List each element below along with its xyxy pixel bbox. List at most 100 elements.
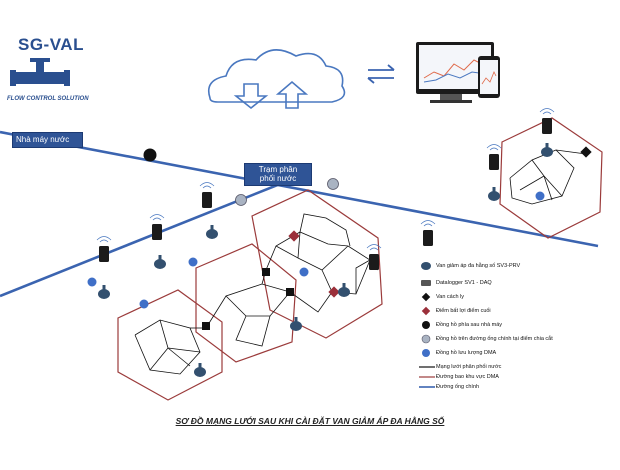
network-pipe-16 <box>299 213 351 247</box>
network-pipe-14 <box>289 291 333 313</box>
prv-valve-stem <box>102 285 106 290</box>
phone-icon <box>478 56 500 98</box>
distribution-network <box>134 149 587 375</box>
datalogger-icon <box>421 280 431 286</box>
wireless-icon <box>539 108 555 115</box>
dma-boundary-3 <box>251 189 383 339</box>
datalogger-icon <box>202 192 212 208</box>
network-pipe-3 <box>149 347 169 371</box>
prv-valve-stem <box>492 187 496 192</box>
prv-valve-icon <box>154 259 166 269</box>
isolation-valve-icon <box>286 288 294 296</box>
network-pipe-18 <box>509 149 575 205</box>
network-pipe-8 <box>235 315 271 347</box>
dma-meter-icon <box>299 267 309 277</box>
dma-boundary-1 <box>117 289 223 401</box>
dma-meter-icon <box>188 257 198 267</box>
datalogger-icon <box>423 230 433 246</box>
dma-meter-icon <box>87 277 97 287</box>
datalogger-icon <box>542 118 552 134</box>
isolation-valve-icon <box>580 146 592 158</box>
diagram-caption: SƠ ĐỒ MẠNG LƯỚI SAU KHI CÀI ĐẶT VAN GIẢM… <box>175 416 445 426</box>
prv-valve-icon <box>541 147 553 157</box>
plant-meter-icon <box>422 321 430 329</box>
network-pipe-21 <box>543 175 553 201</box>
legend-label-3: Van cách ly <box>436 294 465 300</box>
prv-valve-stem <box>198 363 202 368</box>
prv-valve-stem <box>294 317 298 322</box>
network-pipe-4 <box>167 347 191 367</box>
legend-label-5: Đồng hồ phía sau nhà máy <box>436 322 503 328</box>
main-pipe-meter-icon <box>421 334 431 344</box>
prv-valve-stem <box>545 143 549 148</box>
station-label-line2: phối nước <box>259 174 297 183</box>
network-pipe-10 <box>265 231 349 271</box>
wireless-icon <box>486 144 502 151</box>
critical-point-icon <box>328 286 340 298</box>
prv-valve-icon <box>194 367 206 377</box>
dma-boundary-4 <box>499 117 603 239</box>
station-label-line1: Trạm phân <box>258 165 298 174</box>
wireless-icon <box>199 182 215 189</box>
main-pipe-meter-icon <box>235 194 247 206</box>
main-pipes <box>0 130 599 298</box>
network-pipe-2 <box>159 319 201 353</box>
dma-boundary-2 <box>195 243 297 363</box>
network-pipe-12 <box>297 245 349 271</box>
network-pipe-22 <box>555 149 587 155</box>
prv-valve-icon <box>488 191 500 201</box>
legend-label-8: Mạng lưới phân phối nước <box>436 364 502 370</box>
prv-valve-stem <box>158 255 162 260</box>
critical-point-icon <box>288 230 300 242</box>
wireless-icon <box>420 220 436 227</box>
dma-zones <box>117 117 603 401</box>
legend-label-6: Đồng hồ trên đường ống chính tại điểm ch… <box>436 336 553 342</box>
main-pipe-meter-icon <box>327 178 339 190</box>
legend-label-2: Datalogger SV1 - DAQ <box>436 280 492 286</box>
prv-valve-stem <box>210 225 214 230</box>
legend-label-9: Đường bao khu vực DMA <box>436 374 499 380</box>
legend-label-10: Đường ống chính <box>436 384 480 390</box>
prv-valve-stem <box>342 283 346 288</box>
network-pipe-6 <box>205 283 291 329</box>
brand-tagline: FLOW CONTROL SOLUTION <box>7 96 89 102</box>
wireless-icon <box>96 236 112 243</box>
devices <box>87 108 592 377</box>
datalogger-icon <box>369 254 379 270</box>
water-plant-label: Nhà máy nước <box>12 132 83 148</box>
datalogger-icon <box>152 224 162 240</box>
dma-meter-icon <box>422 349 430 357</box>
legend-icons <box>419 262 435 388</box>
prv-valve-icon <box>421 262 431 270</box>
network-pipe-7 <box>225 291 291 317</box>
datalogger-icon <box>489 154 499 170</box>
legend-label-1: Van giảm áp đa hằng số SV3-PRV <box>436 263 521 269</box>
network-pipe-19 <box>531 159 563 197</box>
legend-label-7: Đồng hồ lưu lượng DMA <box>436 350 497 356</box>
isolation-valve-icon <box>262 268 270 276</box>
cloud-icon <box>207 49 346 110</box>
wireless-icon <box>149 214 165 221</box>
distribution-station-label: Trạm phân phối nước <box>244 163 312 186</box>
wireless-icon <box>366 244 382 251</box>
dma-meter-icon <box>535 191 545 201</box>
prv-valve-icon <box>206 229 218 239</box>
isolation-valve-icon <box>202 322 210 330</box>
network-pipe-20 <box>519 175 545 191</box>
critical-point-icon <box>421 306 431 316</box>
brand-name: SG-VAL <box>18 35 84 54</box>
sync-arrows-icon <box>367 64 395 84</box>
dma-meter-icon <box>139 299 149 309</box>
logo-valve-icon <box>10 58 70 86</box>
network-pipe-13 <box>321 245 371 295</box>
prv-valve-icon <box>98 289 110 299</box>
isolation-valve-icon <box>421 292 431 302</box>
plant-meter-icon <box>143 148 157 162</box>
datalogger-icon <box>99 246 109 262</box>
prv-valve-icon <box>338 287 350 297</box>
prv-valve-icon <box>290 321 302 331</box>
legend-label-4: Điểm bất lợi điểm cuối <box>436 308 491 314</box>
network-pipe-15 <box>355 259 371 294</box>
